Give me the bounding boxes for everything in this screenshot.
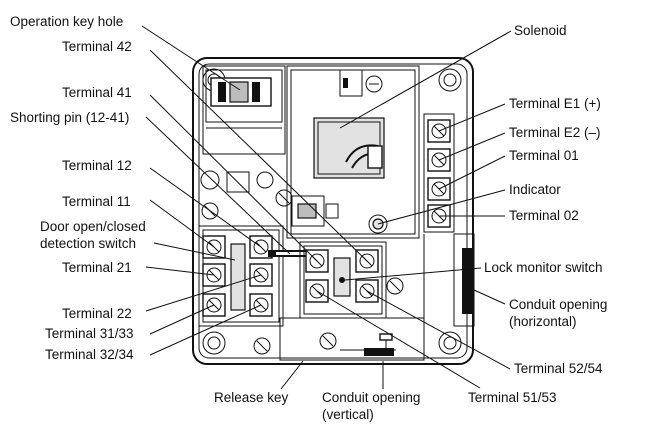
- leader-lines: [141, 25, 512, 390]
- label-terminal-52-54: Terminal 52/54: [514, 361, 603, 376]
- bottom-section: [279, 317, 425, 361]
- label-terminal-51-53: Terminal 51/53: [468, 390, 557, 405]
- label-terminal-32-34: Terminal 32/34: [45, 347, 134, 362]
- label-door-switch-line2: detection switch: [40, 236, 136, 251]
- label-release-key: Release key: [214, 390, 289, 405]
- shorting-pin: [268, 250, 314, 257]
- label-terminal-01: Terminal 01: [509, 148, 579, 163]
- labels: Operation key hole Terminal 42 Terminal …: [10, 14, 607, 422]
- label-terminal-12: Terminal 12: [62, 158, 132, 173]
- solenoid: [286, 65, 420, 239]
- label-conduit-horizontal-line1: Conduit opening: [509, 297, 607, 312]
- label-terminal-41: Terminal 41: [62, 85, 132, 100]
- conduit-horizontal: [423, 233, 475, 327]
- label-terminal-02: Terminal 02: [509, 208, 579, 223]
- label-solenoid: Solenoid: [514, 23, 567, 38]
- label-terminal-22: Terminal 22: [62, 306, 132, 321]
- label-lock-monitor-switch: Lock monitor switch: [484, 260, 603, 275]
- label-operation-key-hole: Operation key hole: [10, 14, 123, 29]
- label-shorting-pin: Shorting pin (12-41): [10, 110, 129, 125]
- mounting-screws: [201, 189, 404, 355]
- door-detection-switch: [198, 225, 284, 327]
- label-terminal-21: Terminal 21: [62, 260, 132, 275]
- label-conduit-horizontal-line2: (horizontal): [509, 314, 577, 329]
- label-terminal-e2: Terminal E2 (–): [509, 125, 601, 140]
- operation-key-hole: [200, 65, 286, 193]
- label-terminal-42: Terminal 42: [62, 39, 132, 54]
- label-conduit-vertical-line2: (vertical): [322, 407, 374, 422]
- label-door-switch-line1: Door open/closed: [40, 219, 146, 234]
- label-conduit-vertical-line1: Conduit opening: [322, 390, 420, 405]
- label-terminal-11: Terminal 11: [62, 194, 131, 209]
- indicator-lamp: [368, 214, 388, 234]
- label-indicator: Indicator: [509, 182, 561, 197]
- label-terminal-e1: Terminal E1 (+): [509, 96, 601, 111]
- label-terminal-31-33: Terminal 31/33: [45, 326, 134, 341]
